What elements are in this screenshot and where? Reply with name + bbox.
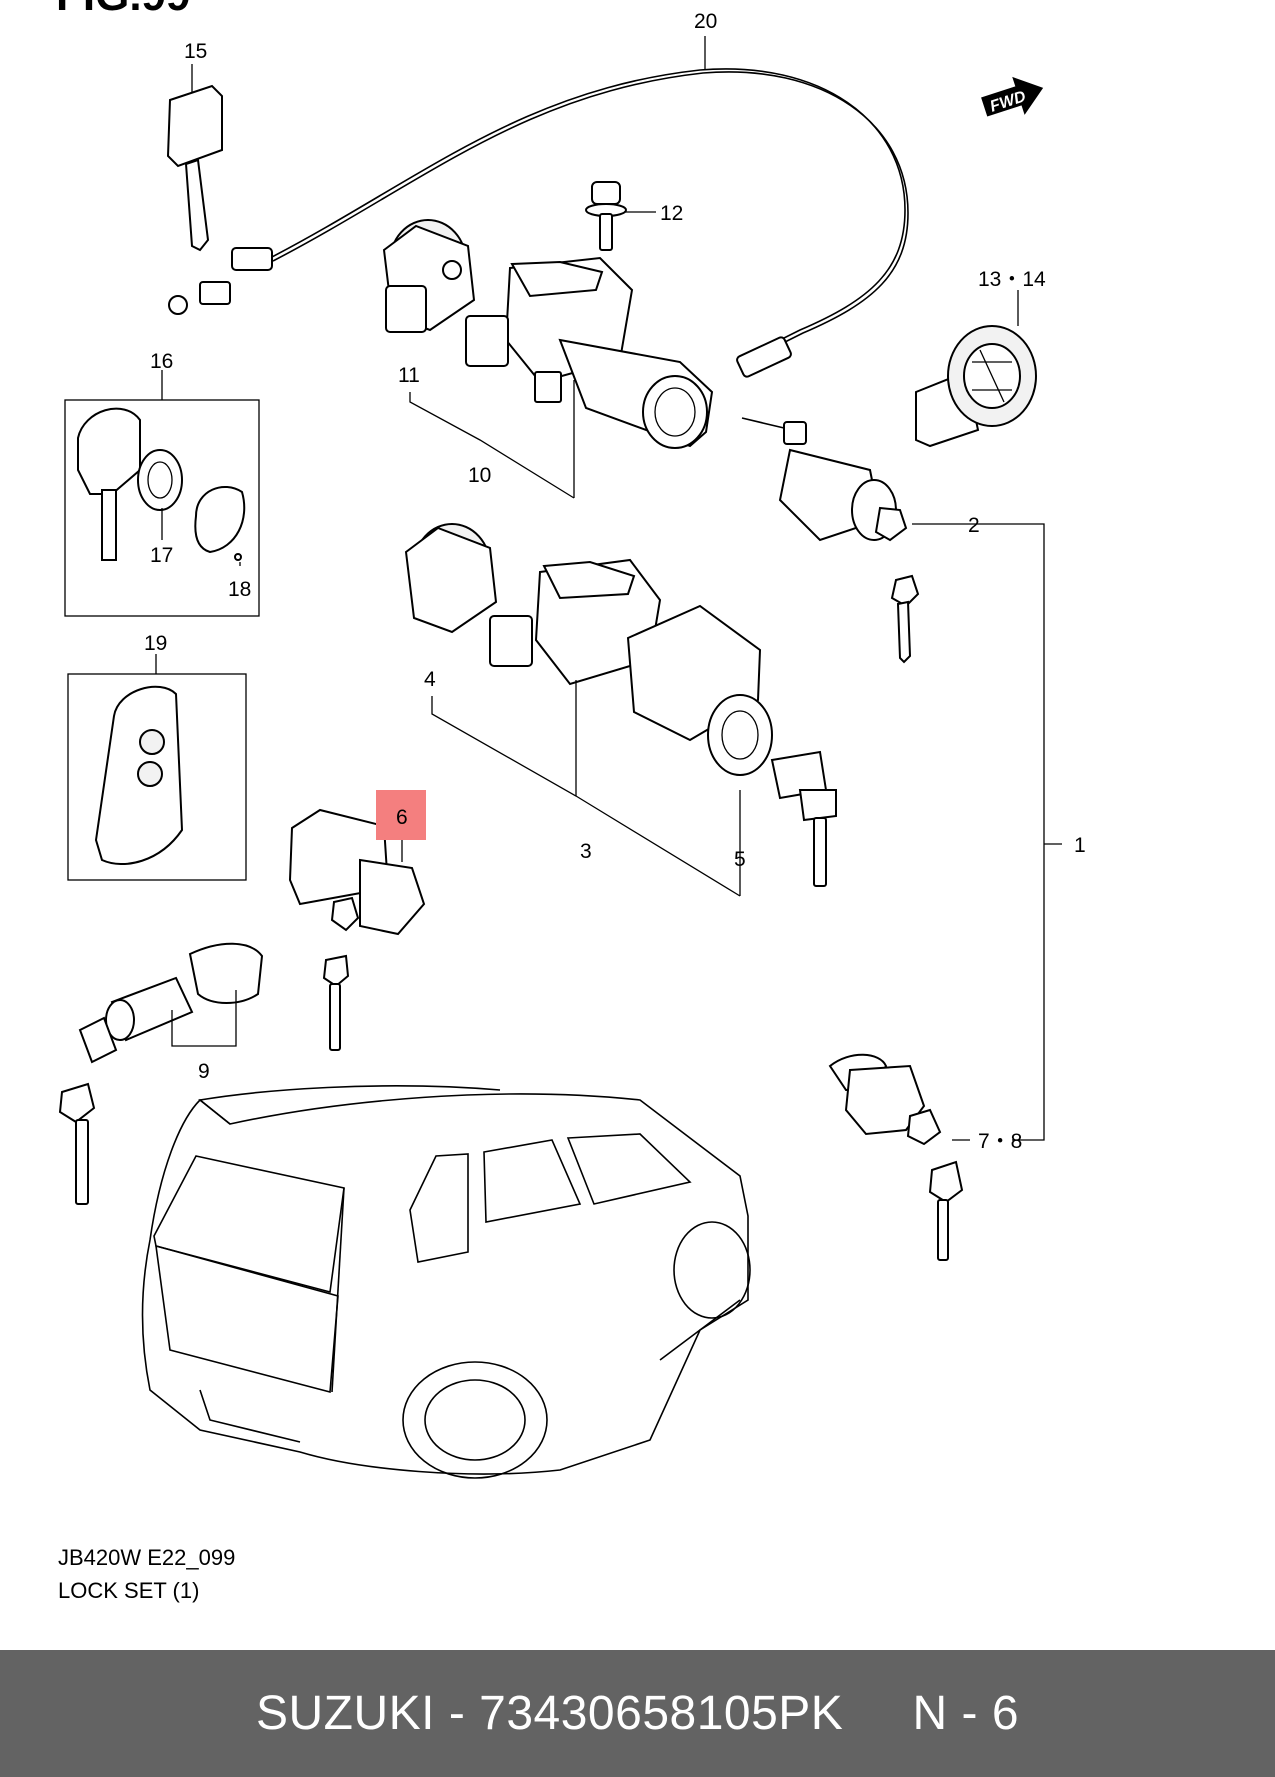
- parts-diagram: FIG.99: [56, 0, 1086, 1479]
- callout-10: 10: [468, 464, 491, 487]
- leader-lines: [155, 36, 1062, 1141]
- callout-6-highlight: [376, 790, 426, 840]
- fwd-label: FWD: [988, 88, 1028, 116]
- callout-3: 3: [580, 840, 592, 863]
- callout-17: 17: [150, 544, 173, 567]
- callout-16: 16: [150, 350, 173, 373]
- callout-labels: 20 15 12 13・14 11 16 10 2 17 18 19 4 6 3…: [144, 10, 1086, 1153]
- callout-2: 2: [968, 514, 980, 537]
- part-steering-lock-upper: [382, 219, 714, 449]
- part-bolt-12: [585, 181, 627, 251]
- callout-5: 5: [734, 848, 746, 871]
- vehicle-outline: [141, 1085, 751, 1479]
- callout-1: 1: [1074, 834, 1086, 857]
- callout-4: 4: [424, 668, 436, 691]
- figure-title: FIG.99: [56, 0, 191, 20]
- part-group-19: [67, 673, 247, 881]
- part-steering-lock-lower: [404, 523, 837, 887]
- callout-7-8: 7・8: [978, 1130, 1022, 1153]
- figure-code: JB420W E22_099: [58, 1545, 236, 1570]
- figure-caption: LOCK SET (1): [58, 1578, 200, 1603]
- part-key-15: [166, 84, 223, 252]
- part-cylinders-9: [58, 942, 264, 1205]
- callout-13-14: 13・14: [978, 268, 1046, 291]
- footer-part-number: SUZUKI - 73430658105PK N - 6: [255, 1687, 1020, 1740]
- part-door-lock-7-8: [828, 1053, 964, 1261]
- callout-9: 9: [198, 1060, 210, 1083]
- part-cable: [168, 68, 909, 378]
- part-lock-6: [288, 808, 426, 1051]
- callout-15: 15: [184, 40, 207, 63]
- callout-19: 19: [144, 632, 167, 655]
- callout-11: 11: [398, 364, 420, 387]
- footer-bar: SUZUKI - 73430658105PK N - 6: [0, 1650, 1275, 1777]
- callout-20: 20: [694, 10, 717, 33]
- part-lock-cylinder-2: [741, 417, 920, 664]
- callout-12: 12: [660, 202, 683, 225]
- part-immobilizer-ring: [915, 325, 1037, 448]
- callout-6: 6: [396, 806, 408, 829]
- callout-18: 18: [228, 578, 251, 601]
- fwd-arrow-icon: FWD: [981, 76, 1044, 117]
